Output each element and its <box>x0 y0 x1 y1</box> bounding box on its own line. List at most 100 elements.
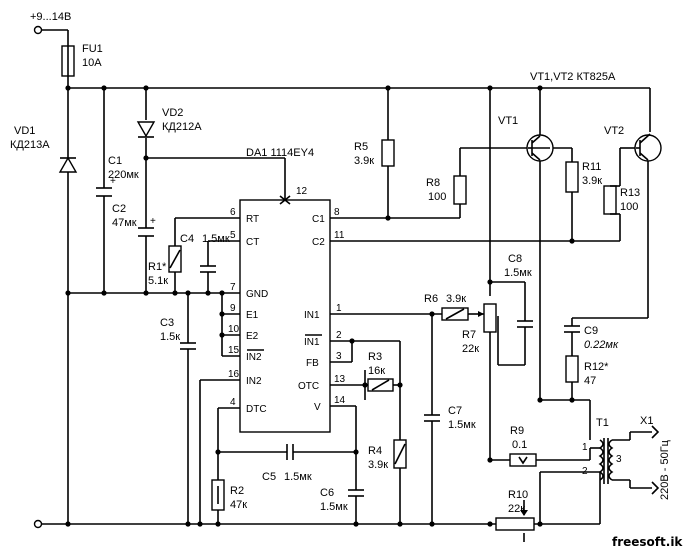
capacitor-c7: C7 1.5мк <box>424 405 476 431</box>
potentiometer-r7: R7 22к <box>462 303 497 355</box>
r2-value: 47к <box>230 499 247 511</box>
r13-value: 100 <box>620 201 638 213</box>
pin-num: 8 <box>334 207 340 218</box>
r5-ref: R5 <box>354 141 368 153</box>
supply-terminal <box>33 25 43 35</box>
output-voltage-label: 220В - 50Гц <box>659 439 671 500</box>
pin-num: 15 <box>228 345 240 356</box>
pin-num: 16 <box>228 369 240 380</box>
ic-pin-12: 12 <box>296 186 308 197</box>
pin-num: 3 <box>336 351 342 362</box>
pin-name: C1 <box>312 214 325 225</box>
vt2-ref: VT2 <box>604 125 624 137</box>
diode-vd2: VD2 КД212А <box>136 107 202 138</box>
r7-value: 22к <box>462 343 479 355</box>
pin-name: IN2 <box>246 352 262 363</box>
c1-ref: C1 <box>108 155 122 167</box>
ic-right-pins: 8 C1 11 C2 1 IN1 2 IN1 3 FB 13 OTC 14 V <box>298 207 346 413</box>
pin-num: 1 <box>336 303 342 314</box>
ic-da1: DA1 1114EY4 12 6 RT 5 CT 7 GND 9 E1 10 E… <box>228 147 346 433</box>
resistor-r9: R9 0.1 <box>509 425 537 467</box>
r4-value: 3.9к <box>368 459 388 471</box>
r4-ref: R4 <box>368 445 382 457</box>
transformer-t1: T1 1 2 3 <box>582 417 622 484</box>
potentiometer-r10: R10 22к <box>495 489 535 531</box>
pin-name: IN2 <box>246 376 262 387</box>
capacitor-c4: C4 1.5мк <box>180 233 230 273</box>
transistor-vt1: VT1 <box>498 115 554 162</box>
pin-name: FB <box>306 358 319 369</box>
wires <box>42 29 652 542</box>
resistor-r4: R4 3.9к <box>368 439 407 471</box>
r10-ref: R10 <box>508 489 528 501</box>
vt-type-label: VT1,VT2 КТ825А <box>530 71 616 83</box>
resistor-r8: R8 100 <box>426 175 467 205</box>
resistor-r6: R6 3.9к <box>424 293 469 321</box>
pin-num: 10 <box>228 324 240 335</box>
connector-x1: X1 220В - 50Гц <box>640 415 671 500</box>
vd2-value: КД212А <box>162 121 202 133</box>
c9-value: 0.22мк <box>584 339 619 351</box>
c3-value: 1.5к <box>160 331 180 343</box>
junction-dots <box>65 85 575 527</box>
c5-value: 1.5мк <box>284 471 312 483</box>
c7-ref: C7 <box>448 405 462 417</box>
r6-value: 3.9к <box>446 293 466 305</box>
fuse-fu1: FU1 10A <box>61 43 103 77</box>
pin-name: IN1 <box>304 337 320 348</box>
c8-ref: C8 <box>508 253 522 265</box>
pin-num: 9 <box>230 303 236 314</box>
r8-ref: R8 <box>426 177 440 189</box>
pin-name: V <box>314 402 321 413</box>
t1-pin-1: 1 <box>582 442 588 453</box>
r11-ref: R11 <box>582 161 601 173</box>
transistor-vt2: VT2 <box>604 125 662 162</box>
c6-value: 1.5мк <box>320 501 348 513</box>
t1-pin-2: 2 <box>582 466 588 477</box>
r3-value: 16к <box>368 365 385 377</box>
r12-ref: R12* <box>584 361 609 373</box>
vt1-ref: VT1 <box>498 115 518 127</box>
capacitor-c1: + C1 220мк <box>96 155 139 197</box>
c1-value: 220мк <box>108 169 139 181</box>
t1-ref: T1 <box>596 417 609 429</box>
r1-value: 5.1к <box>148 275 168 287</box>
ic-name: DA1 1114EY4 <box>246 147 314 159</box>
capacitor-c5: C5 1.5мк <box>262 444 312 483</box>
r7-ref: R7 <box>462 329 476 341</box>
pin-name: GND <box>246 289 268 300</box>
capacitor-c3: C3 1.5к <box>160 317 196 350</box>
resistor-r13: R13 100 <box>603 185 640 215</box>
pin-name: OTC <box>298 381 319 392</box>
resistor-r1: R1* 5.1к <box>148 245 182 287</box>
r1-ref: R1* <box>148 261 167 273</box>
resistor-r2: R2 47к <box>211 479 247 511</box>
pin-name: CT <box>246 237 259 248</box>
r8-value: 100 <box>428 191 446 203</box>
r11-value: 3.9к <box>582 175 602 187</box>
pin-num: 7 <box>230 282 236 293</box>
pin-num: 4 <box>230 397 236 408</box>
pin-name: E1 <box>246 310 259 321</box>
pin-name: E2 <box>246 331 259 342</box>
supply-voltage-label: +9...14B <box>30 11 71 23</box>
t1-pin-3: 3 <box>616 454 622 465</box>
pin-name: RT <box>246 214 259 225</box>
svg-text:+: + <box>150 216 156 227</box>
r10-value: 22к <box>508 503 525 515</box>
vd2-ref: VD2 <box>162 107 183 119</box>
svg-text:+: + <box>110 176 116 187</box>
pin-name: DTC <box>246 404 267 415</box>
r9-ref: R9 <box>510 425 524 437</box>
ic-left-pins: 6 RT 5 CT 7 GND 9 E1 10 E2 15 IN2 16 IN2… <box>228 207 268 415</box>
pin-name: IN1 <box>304 310 320 321</box>
pin-name: C2 <box>312 237 325 248</box>
r2-ref: R2 <box>230 485 244 497</box>
r13-ref: R13 <box>620 187 640 199</box>
watermark: freesoft.ik <box>612 535 683 549</box>
c4-ref: C4 <box>180 233 194 245</box>
c3-ref: C3 <box>160 317 174 329</box>
c7-value: 1.5мк <box>448 419 476 431</box>
c8-value: 1.5мк <box>504 267 532 279</box>
